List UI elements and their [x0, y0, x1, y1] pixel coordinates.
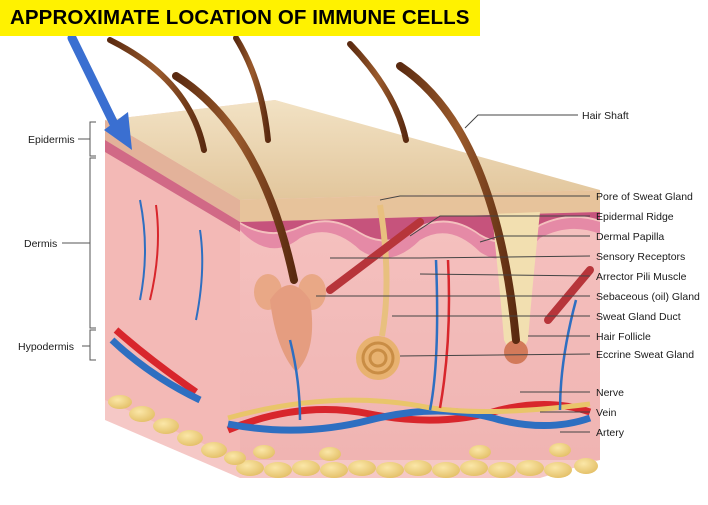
- label-epidermis: Epidermis: [28, 134, 75, 146]
- label-vein: Vein: [596, 407, 617, 419]
- label-arrector-pili-muscle: Arrector Pili Muscle: [596, 271, 687, 283]
- label-eccrine-sweat-gland: Eccrine Sweat Gland: [596, 349, 694, 361]
- page-title: APPROXIMATE LOCATION OF IMMUNE CELLS: [10, 6, 470, 30]
- label-sensory-receptors: Sensory Receptors: [596, 251, 685, 263]
- label-sebaceous-gland: Sebaceous (oil) Gland: [596, 291, 700, 303]
- label-hair-follicle: Hair Follicle: [596, 331, 651, 343]
- label-dermal-papilla: Dermal Papilla: [596, 231, 664, 243]
- label-pore-of-sweat-gland: Pore of Sweat Gland: [596, 191, 693, 203]
- layer-brackets: [62, 122, 96, 360]
- label-hair-shaft: Hair Shaft: [582, 110, 629, 122]
- label-dermis: Dermis: [24, 238, 57, 250]
- title-banner: APPROXIMATE LOCATION OF IMMUNE CELLS: [0, 0, 480, 36]
- label-nerve: Nerve: [596, 387, 624, 399]
- pointer-arrow-icon: [72, 38, 132, 150]
- label-hypodermis: Hypodermis: [18, 341, 74, 353]
- label-epidermal-ridge: Epidermal Ridge: [596, 211, 674, 223]
- label-artery: Artery: [596, 427, 625, 439]
- label-sweat-gland-duct: Sweat Gland Duct: [596, 311, 681, 323]
